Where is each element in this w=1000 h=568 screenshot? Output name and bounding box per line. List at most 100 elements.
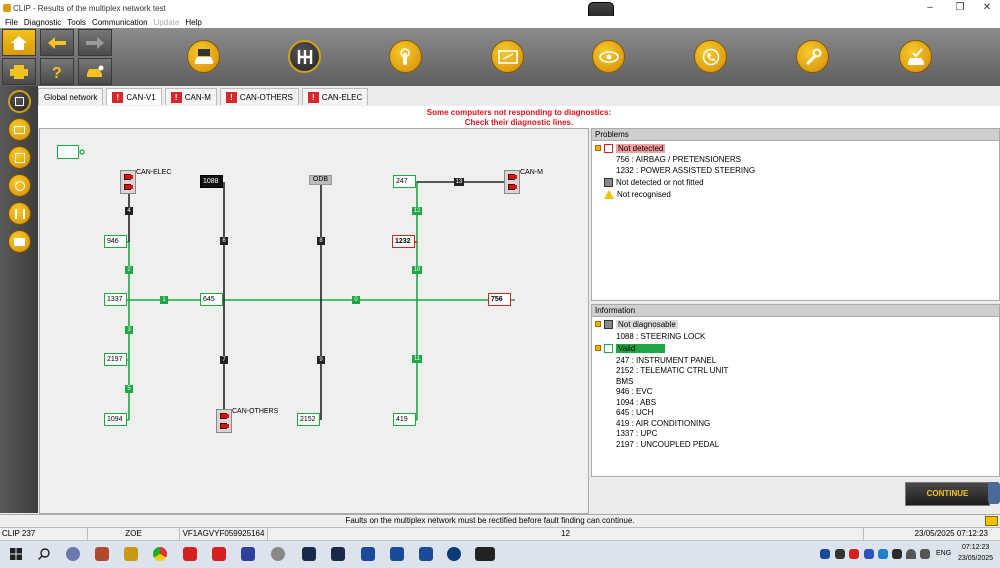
- help-button[interactable]: ?: [40, 58, 74, 85]
- node-2152[interactable]: 2152: [297, 413, 320, 426]
- screen-check-button[interactable]: [491, 40, 524, 73]
- forward-button[interactable]: [78, 29, 112, 56]
- vehicle-ecu-button[interactable]: [187, 40, 220, 73]
- home-button[interactable]: [2, 29, 36, 56]
- expand-icon[interactable]: [595, 321, 601, 327]
- sidebar-id-card-button[interactable]: [8, 230, 31, 253]
- sidebar-settings-diagram-button[interactable]: [8, 174, 31, 197]
- tray-icon[interactable]: [892, 549, 902, 559]
- sidebar-sliders-button[interactable]: [8, 202, 31, 225]
- taskbar-app-icon[interactable]: [302, 547, 316, 561]
- wifi-icon[interactable]: [906, 549, 916, 559]
- phone-support-button[interactable]: [694, 40, 727, 73]
- ear-eye-button[interactable]: [592, 40, 625, 73]
- tab-global-network[interactable]: Global network: [38, 88, 104, 105]
- can-m-gateway[interactable]: [504, 170, 520, 194]
- info-item[interactable]: 946 : EVC: [616, 386, 653, 396]
- taskbar-app-icon[interactable]: [95, 547, 109, 561]
- node-1088[interactable]: 1088: [200, 175, 223, 188]
- node-247[interactable]: 247: [393, 175, 416, 188]
- node-2197[interactable]: 2197: [104, 353, 127, 366]
- tab-can-v1[interactable]: !CAN-V1: [106, 88, 162, 105]
- menu-file[interactable]: File: [5, 17, 18, 27]
- info-item[interactable]: 2197 : UNCOUPLED PEDAL: [616, 439, 720, 449]
- taskbar-app-icon[interactable]: [124, 547, 138, 561]
- start-icon[interactable]: [10, 548, 22, 560]
- valid-checkbox[interactable]: [604, 343, 613, 353]
- node-1232[interactable]: 1232: [392, 235, 415, 248]
- taskbar-app-icon[interactable]: [271, 547, 285, 561]
- side-scroll-handle[interactable]: [988, 482, 1000, 504]
- info-item[interactable]: 1094 : ABS: [616, 397, 657, 407]
- not-fitted-item[interactable]: Not detected or not fitted: [604, 177, 704, 187]
- node-645[interactable]: 645: [200, 293, 223, 306]
- info-item[interactable]: 247 : INSTRUMENT PANEL: [616, 355, 717, 365]
- info-item[interactable]: 645 : UCH: [616, 407, 654, 417]
- chrome-icon[interactable]: [153, 547, 167, 561]
- tray-icon[interactable]: [864, 549, 874, 559]
- search-icon[interactable]: [38, 548, 50, 560]
- sidebar-book-button[interactable]: [8, 118, 31, 141]
- clock-time[interactable]: 07:12:23: [962, 544, 990, 551]
- menu-tools[interactable]: Tools: [67, 17, 86, 27]
- vehicle-check-button[interactable]: [899, 40, 932, 73]
- wrench-button[interactable]: [796, 40, 829, 73]
- node-1337[interactable]: 1337: [104, 293, 127, 306]
- tray-icon[interactable]: [820, 549, 830, 559]
- taskbar-app-icon[interactable]: [419, 547, 433, 561]
- menu-help[interactable]: Help: [185, 17, 202, 27]
- can-elec-gateway[interactable]: [120, 170, 136, 194]
- tab-can-m[interactable]: !CAN-M: [164, 88, 217, 105]
- info-item[interactable]: 419 : AIR CONDITIONING: [616, 418, 711, 428]
- taskbar-app-icon[interactable]: [66, 547, 80, 561]
- tray-icon[interactable]: [835, 549, 845, 559]
- node-419[interactable]: 419: [393, 413, 416, 426]
- sidebar-network-button[interactable]: [8, 90, 31, 113]
- not-diagnosable-item[interactable]: Not diagnosable: [604, 319, 678, 329]
- taskbar-clip-icon[interactable]: [475, 547, 495, 561]
- sidebar-diagram-button[interactable]: [8, 146, 31, 169]
- taskbar-app-icon[interactable]: [212, 547, 226, 561]
- info-item[interactable]: BMS: [616, 376, 634, 386]
- maximize-button[interactable]: ❐: [955, 2, 965, 13]
- touch-test-button[interactable]: [389, 40, 422, 73]
- taskbar-app-icon[interactable]: [331, 547, 345, 561]
- taskbar-app-icon[interactable]: [183, 547, 197, 561]
- menu-communication[interactable]: Communication: [91, 17, 148, 27]
- info-item[interactable]: 1088 : STEERING LOCK: [616, 331, 706, 341]
- not-recognised-item[interactable]: Not recognised: [604, 189, 671, 199]
- tray-icon[interactable]: [878, 549, 888, 559]
- taskbar-app-icon[interactable]: [241, 547, 255, 561]
- taskbar-app-icon[interactable]: [361, 547, 375, 561]
- back-button[interactable]: [40, 29, 74, 56]
- taskbar-app-icon[interactable]: [390, 547, 404, 561]
- not-detected-item[interactable]: Not detected: [604, 143, 666, 153]
- minimize-button[interactable]: –: [927, 2, 933, 13]
- close-button[interactable]: ✕: [982, 2, 992, 13]
- tab-can-elec[interactable]: !CAN-ELEC: [301, 88, 369, 105]
- problem-item[interactable]: 1232 : POWER ASSISTED STEERING: [616, 165, 756, 175]
- volume-icon[interactable]: [920, 549, 930, 559]
- continue-button[interactable]: CONTINUE: [905, 482, 990, 506]
- info-item[interactable]: 2152 : TELEMATIC CTRL UNIT: [616, 365, 729, 375]
- expand-icon[interactable]: [595, 145, 601, 151]
- node-756[interactable]: 756: [488, 293, 511, 306]
- print-button[interactable]: [2, 58, 36, 85]
- tab-can-others[interactable]: !CAN-OTHERS: [219, 88, 299, 105]
- language-indicator[interactable]: ENG: [936, 550, 952, 557]
- info-item[interactable]: 1337 : UPC: [616, 428, 658, 438]
- vehicle-key-button[interactable]: [78, 58, 112, 85]
- node-946[interactable]: 946: [104, 235, 127, 248]
- clock-date[interactable]: 23/05/2025: [958, 555, 994, 562]
- problem-item[interactable]: 756 : AIRBAG / PRETENSIONERS: [616, 154, 741, 164]
- not-detected-checkbox[interactable]: [604, 143, 613, 153]
- menu-diagnostic[interactable]: Diagnostic: [23, 17, 62, 27]
- taskbar-app-icon[interactable]: [447, 547, 461, 561]
- node-1094[interactable]: 1094: [104, 413, 127, 426]
- gearbox-button[interactable]: [288, 40, 321, 73]
- node-odb[interactable]: ODB: [309, 175, 332, 185]
- expand-icon[interactable]: [595, 345, 601, 351]
- can-others-gateway[interactable]: [216, 409, 232, 433]
- tray-icon[interactable]: [849, 549, 859, 559]
- valid-item[interactable]: Valid: [604, 343, 666, 353]
